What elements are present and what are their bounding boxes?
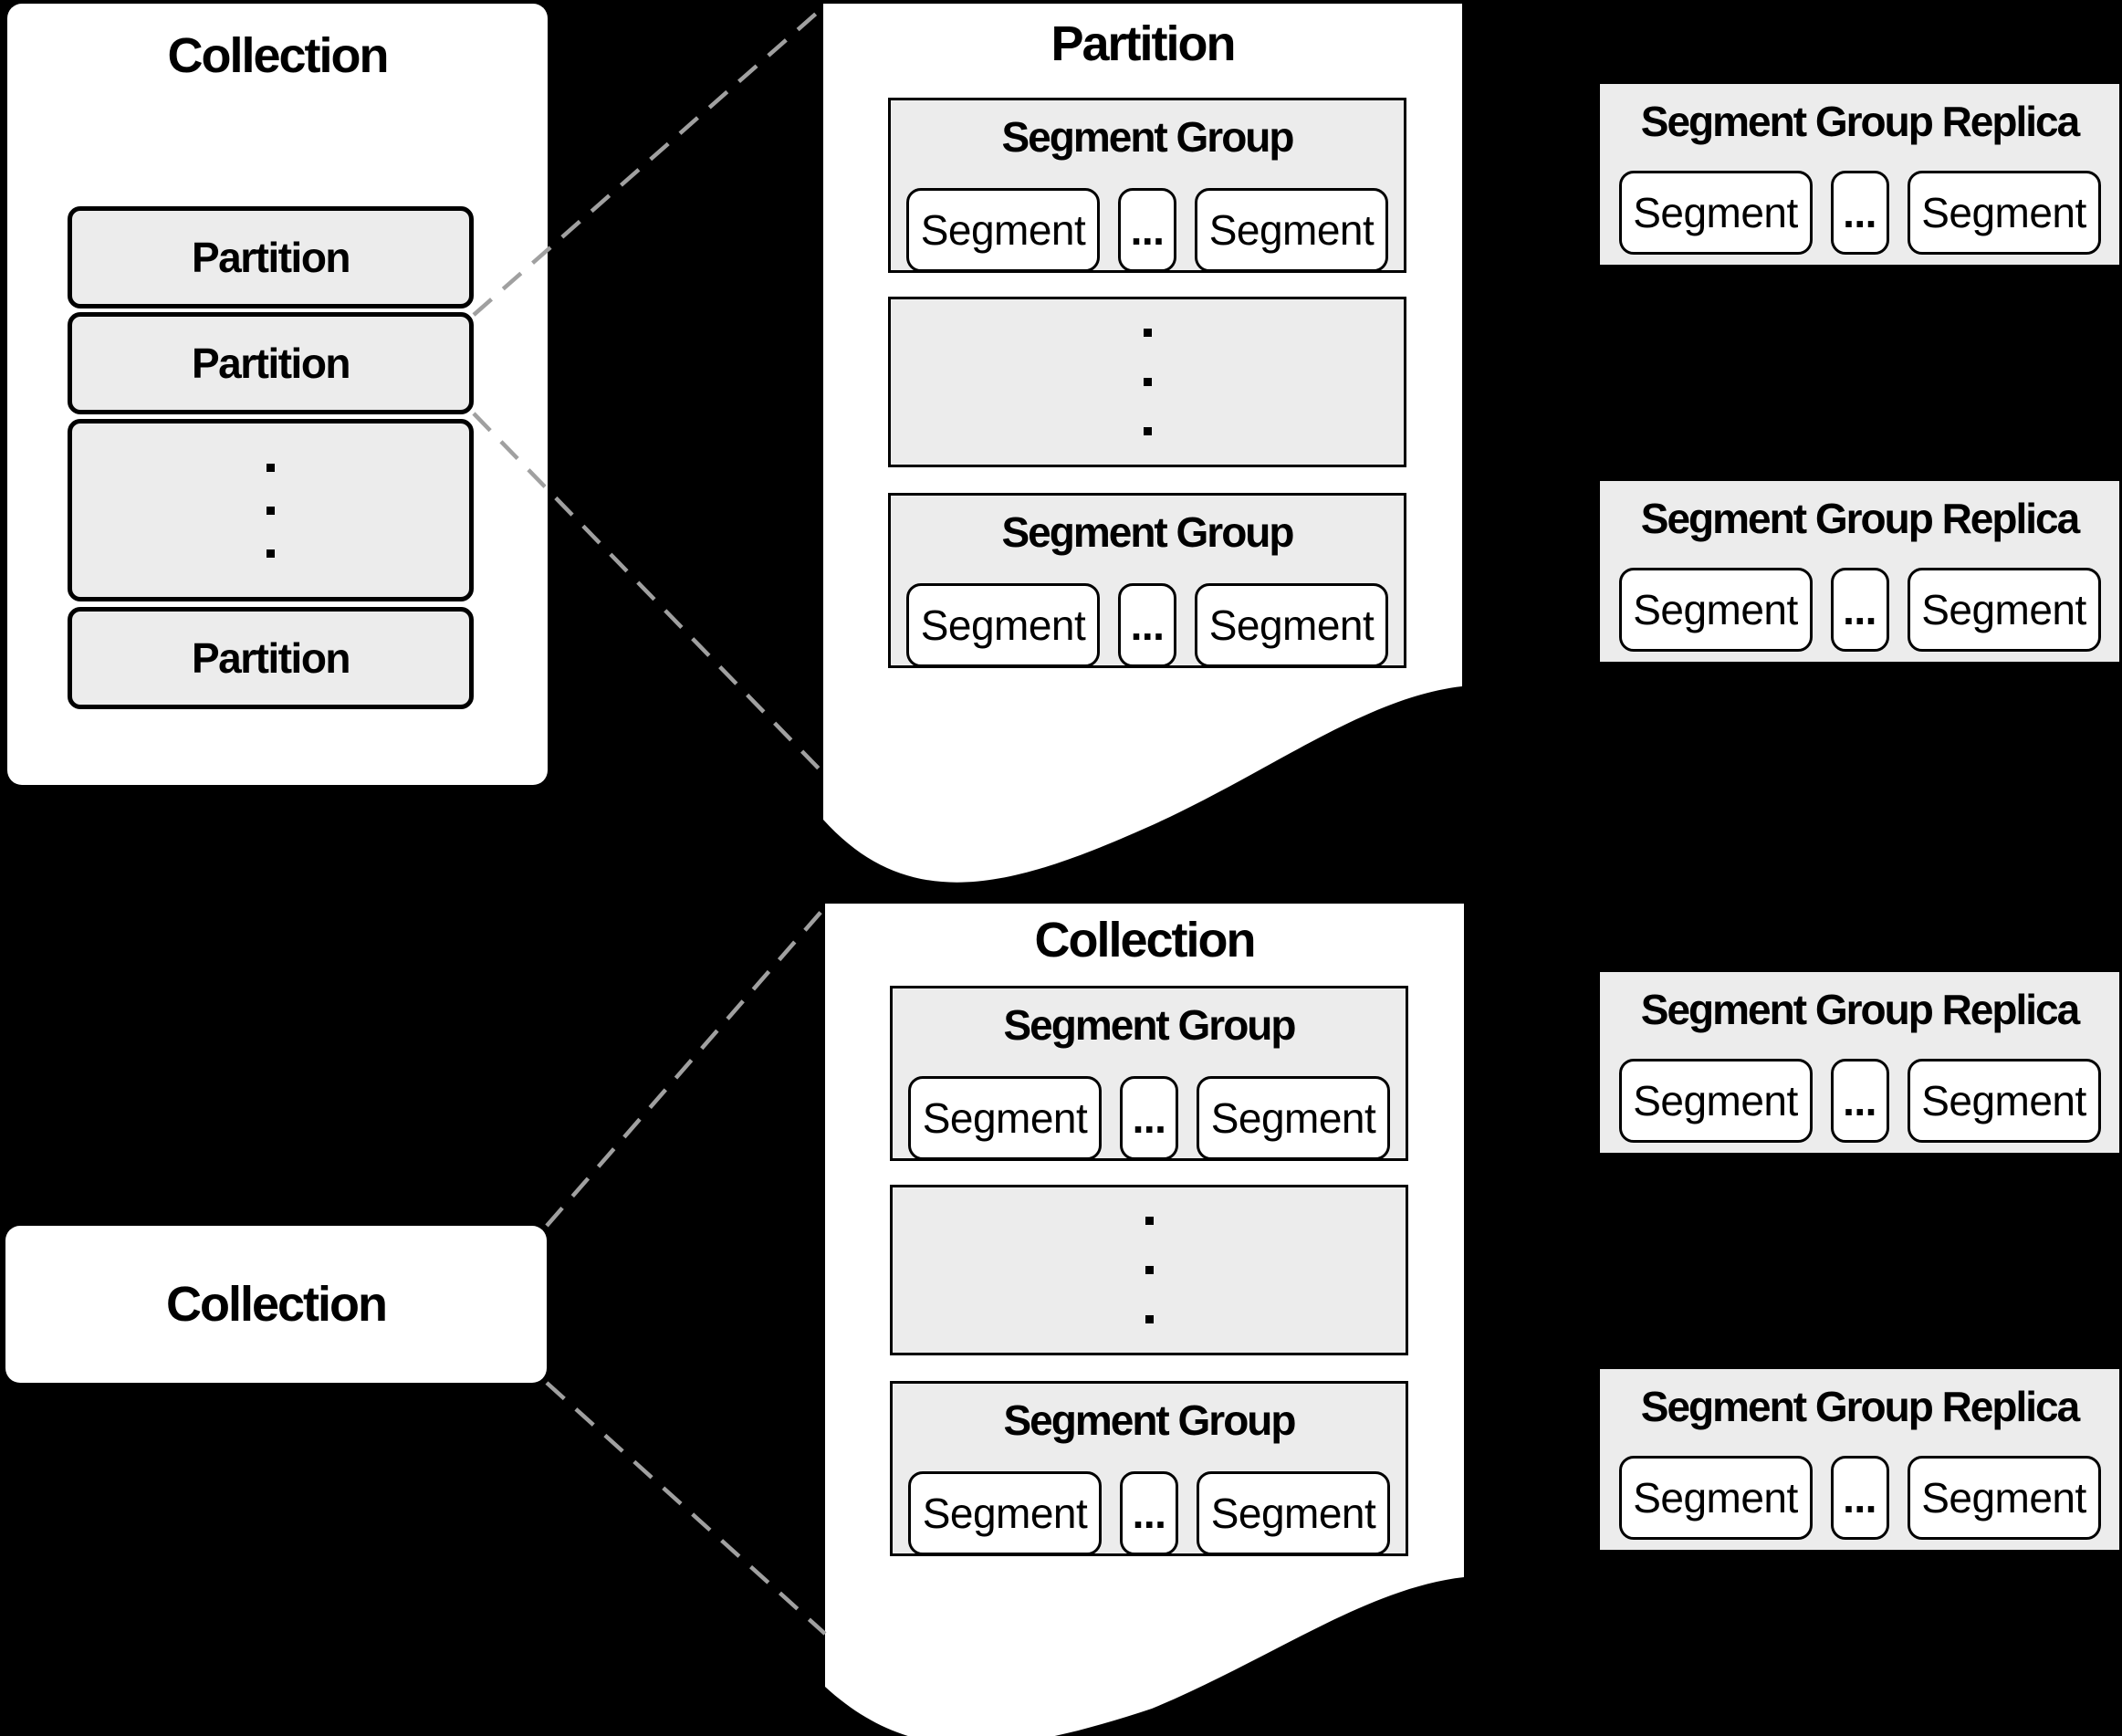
segment-groups-ellipsis-box — [890, 1185, 1408, 1355]
zoom-connector-bottom-lower — [545, 1381, 827, 1636]
segment-group-replica-3-row: Segment ... Segment — [1600, 1059, 2119, 1143]
partition-row-1: Partition — [68, 206, 474, 309]
segment-group-1-row: Segment ... Segment — [891, 188, 1404, 272]
segment-box: Segment — [906, 583, 1100, 667]
segment-group-3-title: Segment Group — [1003, 1001, 1296, 1049]
ellipsis-box: ... — [1830, 568, 1889, 652]
segment-group-replica-3-title: Segment Group Replica — [1640, 986, 2080, 1033]
segment-group-1-title: Segment Group — [1001, 113, 1294, 161]
segment-box: Segment — [1907, 1456, 2101, 1540]
segment-group-replica-1: Segment Group Replica Segment ... Segmen… — [1600, 84, 2119, 265]
segment-group-3: Segment Group Segment ... Segment — [890, 986, 1408, 1161]
ellipsis-box: ... — [1830, 1456, 1889, 1540]
segment-group-4: Segment Group Segment ... Segment — [890, 1381, 1408, 1556]
partition-rows-ellipsis-box — [68, 419, 474, 601]
partition-detail-title: Partition — [1051, 16, 1236, 71]
partition-row-1-label: Partition — [191, 234, 351, 281]
segment-group-replica-2-title: Segment Group Replica — [1640, 495, 2080, 542]
segment-box: Segment — [1197, 1076, 1390, 1160]
segment-group-2-row: Segment ... Segment — [891, 583, 1404, 667]
segment-box: Segment — [1907, 1059, 2101, 1143]
collection-overview-title: Collection — [167, 28, 389, 83]
partition-row-3: Partition — [68, 607, 474, 709]
segment-box: Segment — [906, 188, 1100, 272]
segment-group-replica-4-row: Segment ... Segment — [1600, 1456, 2119, 1540]
segment-box: Segment — [1197, 1471, 1390, 1555]
vertical-ellipsis-icon — [1145, 1217, 1154, 1323]
vertical-ellipsis-icon — [1143, 329, 1152, 435]
segment-group-replica-4: Segment Group Replica Segment ... Segmen… — [1600, 1369, 2119, 1550]
segment-box: Segment — [1907, 171, 2101, 255]
segment-box: Segment — [1907, 568, 2101, 652]
segment-box: Segment — [1195, 188, 1388, 272]
partition-row-2-label: Partition — [191, 340, 351, 387]
ellipsis-box: ... — [1830, 1059, 1889, 1143]
segment-group-2-title: Segment Group — [1001, 508, 1294, 556]
collection-detail-title: Collection — [1034, 913, 1256, 967]
segment-group-1: Segment Group Segment ... Segment — [888, 98, 1406, 273]
segment-box: Segment — [1618, 568, 1813, 652]
ellipsis-box: ... — [1118, 583, 1176, 667]
segment-box: Segment — [1618, 1456, 1813, 1540]
segment-box: Segment — [1618, 1059, 1813, 1143]
segment-group-replica-3: Segment Group Replica Segment ... Segmen… — [1600, 972, 2119, 1153]
ellipsis-box: ... — [1830, 171, 1889, 255]
segment-box: Segment — [1195, 583, 1388, 667]
collection-label-box: Collection — [5, 1226, 547, 1383]
segment-group-4-row: Segment ... Segment — [893, 1471, 1406, 1555]
vertical-ellipsis-icon — [267, 463, 275, 558]
segment-group-replica-4-title: Segment Group Replica — [1640, 1383, 2080, 1430]
segment-box: Segment — [908, 1471, 1102, 1555]
partition-row-2: Partition — [68, 312, 474, 414]
segment-group-replica-2-row: Segment ... Segment — [1600, 568, 2119, 652]
collection-overview-panel: Collection Partition Partition Partition — [7, 4, 548, 785]
segment-group-replica-2: Segment Group Replica Segment ... Segmen… — [1600, 481, 2119, 662]
segment-groups-ellipsis-box — [888, 297, 1406, 467]
segment-group-replica-1-title: Segment Group Replica — [1640, 98, 2080, 145]
segment-group-replica-1-row: Segment ... Segment — [1600, 171, 2119, 255]
zoom-connector-bottom-upper — [545, 905, 827, 1228]
segment-box: Segment — [1618, 171, 1813, 255]
ellipsis-box: ... — [1118, 188, 1176, 272]
segment-group-3-row: Segment ... Segment — [893, 1076, 1406, 1160]
segment-group-4-title: Segment Group — [1003, 1396, 1296, 1444]
segment-group-2: Segment Group Segment ... Segment — [888, 493, 1406, 668]
ellipsis-box: ... — [1120, 1471, 1178, 1555]
segment-box: Segment — [908, 1076, 1102, 1160]
partition-row-3-label: Partition — [191, 634, 351, 682]
ellipsis-box: ... — [1120, 1076, 1178, 1160]
collection-label-title: Collection — [165, 1277, 388, 1332]
